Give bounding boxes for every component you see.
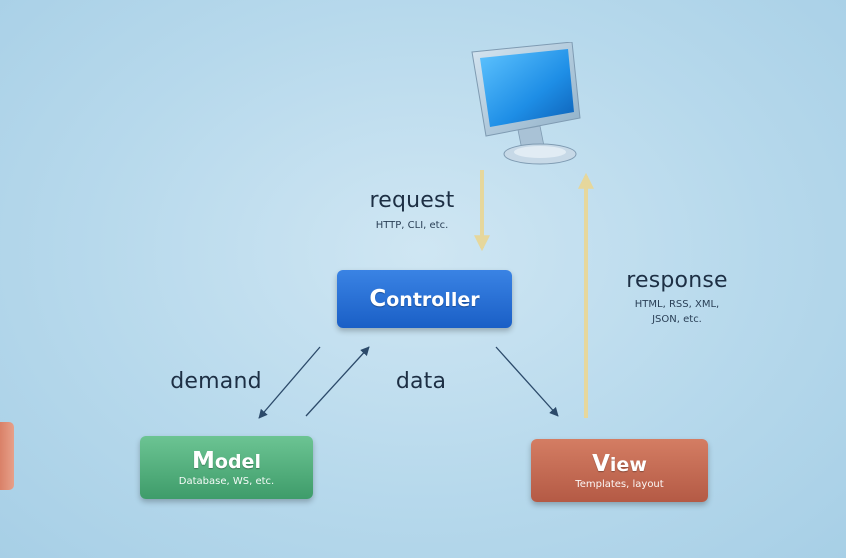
view-subtitle: Templates, layout <box>575 479 664 490</box>
model-title-initial: M <box>192 448 215 474</box>
model-title-rest: odel <box>214 451 261 473</box>
request-label: request <box>369 188 455 213</box>
request-sublabel: HTTP, CLI, etc. <box>375 220 449 231</box>
controller-box: Controller <box>337 270 512 328</box>
data-label: data <box>395 369 447 394</box>
view-box: View Templates, layout <box>531 439 708 502</box>
model-title: Model <box>192 448 261 474</box>
view-title-rest: iew <box>609 454 647 476</box>
response-sublabel-line2: JSON, etc. <box>652 314 702 325</box>
demand-label: demand <box>170 369 262 394</box>
controller-title: Controller <box>369 286 479 312</box>
data-arrow <box>305 346 370 417</box>
controller-title-rest: ontroller <box>386 289 480 311</box>
view-title: View <box>592 451 647 477</box>
view-title-initial: V <box>592 451 610 477</box>
partial-box-left-edge <box>0 422 14 490</box>
model-box: Model Database, WS, etc. <box>140 436 313 499</box>
model-subtitle: Database, WS, etc. <box>178 476 275 487</box>
response-label: response <box>626 268 728 293</box>
monitor-icon <box>471 42 581 165</box>
demand-arrow <box>258 346 321 419</box>
controller-title-initial: C <box>369 286 387 312</box>
response-sublabel-line1: HTML, RSS, XML, <box>634 299 720 310</box>
controller-view-arrow <box>495 346 559 417</box>
